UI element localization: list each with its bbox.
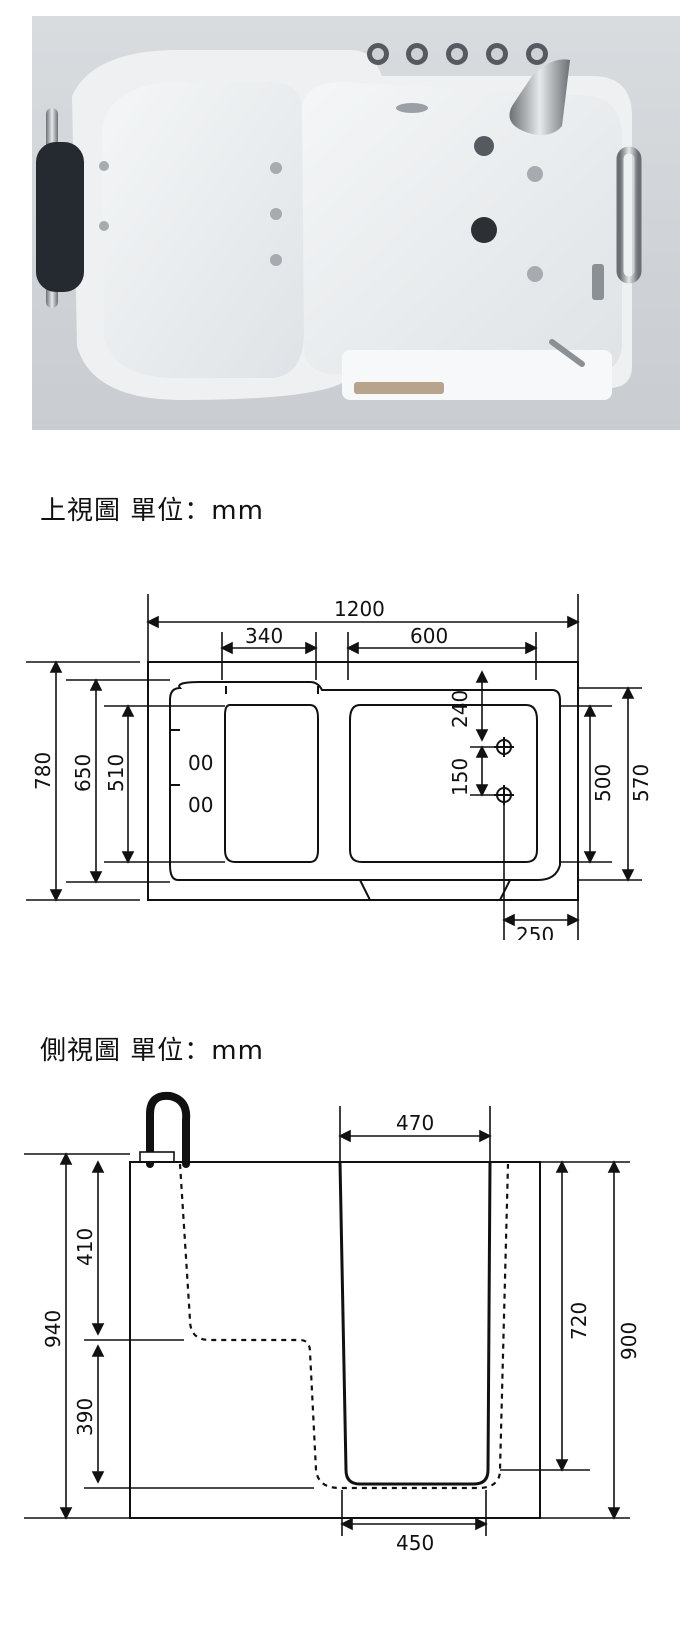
side-view-diagram: 470 450 940 410 390 720 900 [24, 1091, 641, 1555]
dim-depth-mid: 650 [71, 754, 95, 792]
dim-rim-height: 900 [617, 1322, 641, 1360]
basin-outline [349, 704, 538, 863]
dim-door-top: 470 [396, 1111, 434, 1135]
tub-side-outline [129, 1161, 541, 1519]
faucet-icon [146, 1091, 191, 1168]
dim-seat-width: 340 [245, 624, 283, 648]
dim-drain-offset: 240 [448, 690, 472, 728]
dim-inner-height: 720 [567, 1302, 591, 1340]
seat-well [224, 704, 319, 863]
dim-length: 1200 [334, 597, 385, 621]
dim-total-height: 940 [41, 1310, 65, 1348]
tub-rim-outline [169, 681, 561, 881]
dim-basin-depth-outer: 570 [629, 764, 653, 802]
dim-depth-seat: 510 [104, 754, 128, 792]
top-view-diagram: 00 00 [26, 594, 653, 940]
dim-seat-height-top: 410 [73, 1228, 97, 1266]
jet-mark-2: 00 [188, 793, 213, 817]
dim-drain-spacing: 150 [448, 758, 472, 796]
dim-seat-height-bottom: 390 [73, 1398, 97, 1436]
jet-mark-1: 00 [188, 751, 213, 775]
dim-drain-from-end: 250 [516, 923, 554, 940]
bathtub-photo [32, 16, 680, 430]
dim-basin-depth-inner: 500 [591, 764, 615, 802]
dim-basin-length: 600 [410, 624, 448, 648]
door-outline [338, 1161, 492, 1486]
top-view-title: 上視圖 單位：mm [40, 496, 264, 526]
tub-outline [147, 661, 579, 901]
side-view-title: 側視圖 單位：mm [40, 1036, 264, 1066]
dim-depth-outer: 780 [31, 752, 55, 790]
dim-door-bottom: 450 [396, 1531, 434, 1555]
